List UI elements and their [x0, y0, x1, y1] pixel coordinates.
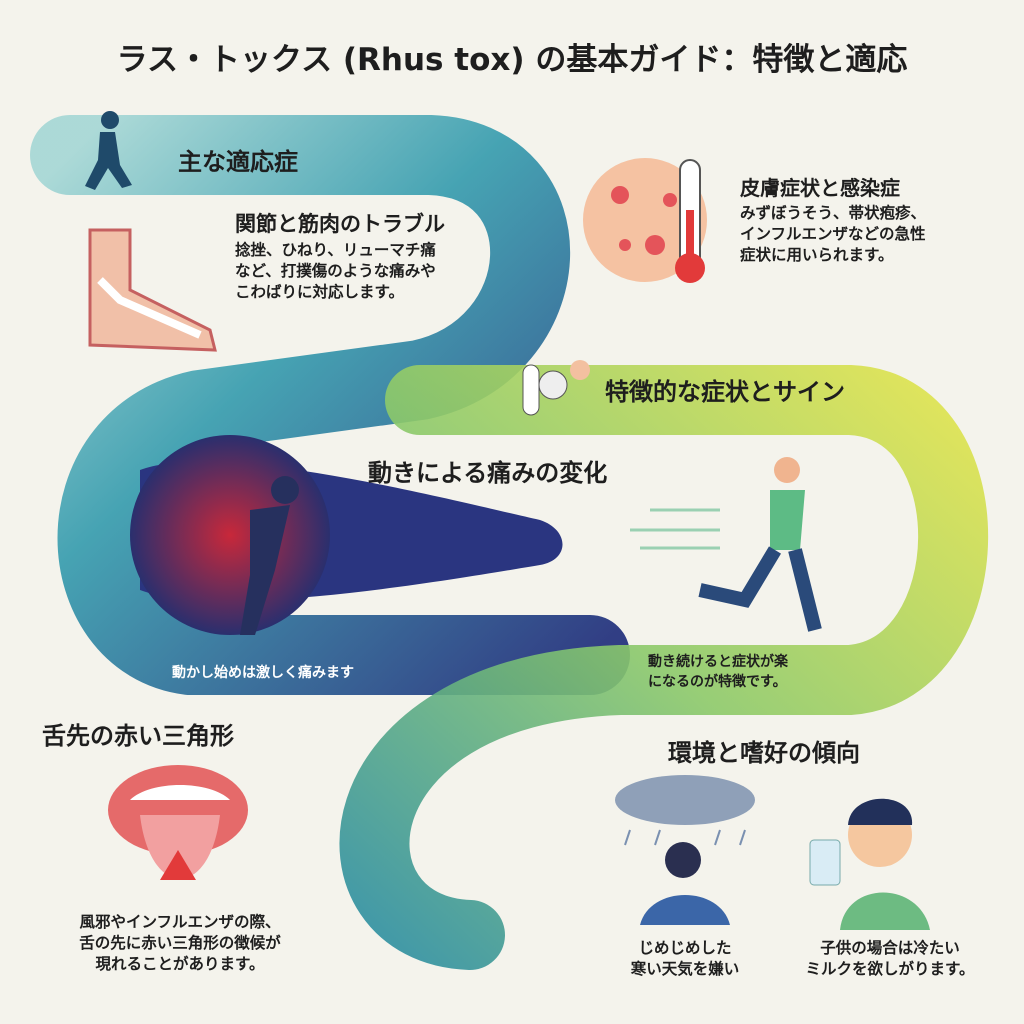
tongue-heading: 舌先の赤い三角形 — [42, 722, 234, 750]
pain-glow — [130, 435, 330, 635]
skin-heading: 皮膚症状と感染症 — [740, 176, 900, 200]
page-title: ラス・トックス (Rhus tox) の基本ガイド：特徴と適応 — [116, 42, 908, 78]
text-line: 風邪やインフルエンザの際、 — [79, 913, 281, 931]
indications-heading: 主な適応症 — [178, 148, 298, 176]
text-line: じめじめした — [638, 939, 732, 957]
text-line: 動き続けると症状が楽 — [648, 654, 788, 670]
child-drinking-icon — [809, 798, 930, 930]
runner-icon — [85, 111, 132, 190]
text-line: など、打撲傷のような痛みや — [235, 262, 436, 280]
text-line: 子供の場合は冷たい — [820, 939, 960, 957]
milk-caption: 子供の場合は冷たいミルクを欲しがります。 — [790, 938, 990, 980]
text-line: 現れることがあります。 — [95, 955, 265, 973]
foot-icon — [88, 228, 217, 352]
movement-continue-caption: 動き続けると症状が楽になるのが特徴です。 — [648, 652, 788, 692]
signs-heading: 特徴的な症状とサイン — [605, 378, 845, 406]
text-line: 症状に用いられます。 — [740, 246, 894, 264]
environment-heading: 環境と嗜好の傾向 — [668, 739, 860, 767]
thermometer-icon — [675, 159, 705, 283]
joints-body: 捻挫、ひねり、リューマチ痛など、打撲傷のような痛みやこわばりに対応します。 — [235, 240, 436, 303]
running-person-icon — [698, 457, 822, 632]
text-line: インフルエンザなどの急性 — [740, 225, 926, 243]
text-line: みずぼうそう、帯状疱疹、 — [740, 204, 927, 222]
joint-icon — [522, 360, 590, 416]
text-line: 寒い天気を嫌い — [630, 960, 740, 978]
text-line: こわばりに対応します。 — [235, 283, 404, 301]
movement-heading: 動きによる痛みの変化 — [368, 459, 608, 487]
weather-caption: じめじめした寒い天気を嫌い — [590, 938, 780, 980]
skin-body: みずぼうそう、帯状疱疹、インフルエンザなどの急性症状に用いられます。 — [740, 203, 926, 266]
joints-heading: 関節と筋肉のトラブル — [235, 212, 445, 236]
woman-icon — [640, 842, 730, 925]
movement-start-caption: 動かし始めは激しく痛みます — [172, 665, 354, 681]
mouth-icon — [108, 765, 248, 880]
tongue-body: 風邪やインフルエンザの際、舌の先に赤い三角形の徴候が現れることがあります。 — [20, 912, 340, 975]
text-line: になるのが特徴です。 — [648, 674, 787, 690]
text-line: 舌の先に赤い三角形の徴候が — [79, 934, 281, 952]
rain-cloud-icon — [615, 775, 755, 846]
text-line: ミルクを欲しがります。 — [805, 960, 975, 978]
bent-person-icon — [240, 476, 299, 635]
text-line: 捻挫、ひねり、リューマチ痛 — [235, 241, 436, 259]
speed-lines — [630, 508, 720, 550]
